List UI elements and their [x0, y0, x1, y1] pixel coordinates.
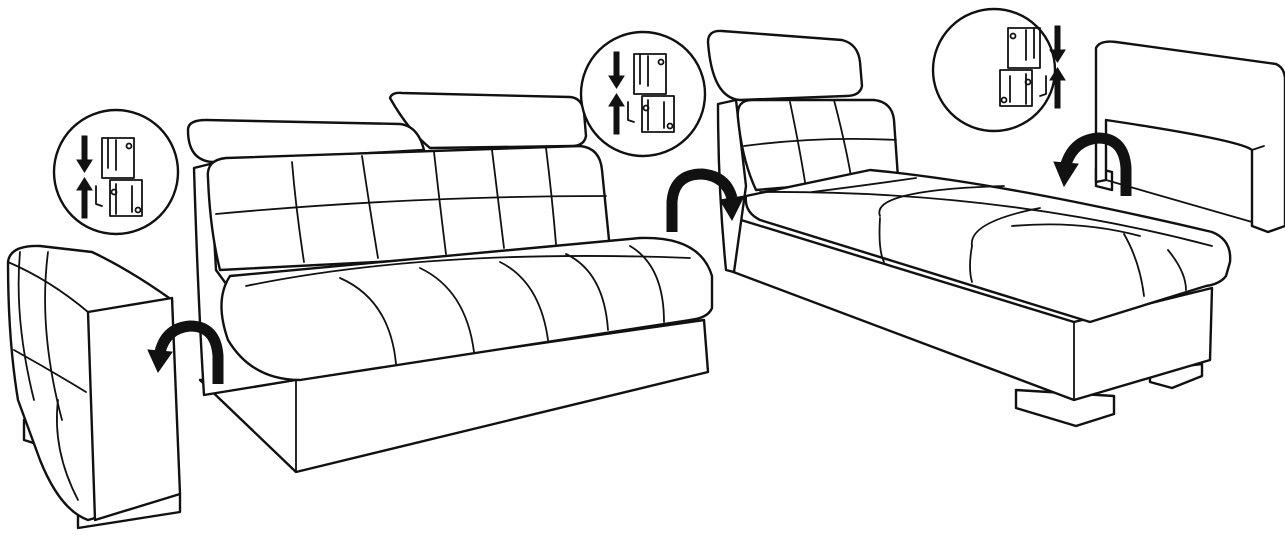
- curved-arrow-icon: [666, 168, 745, 232]
- bracket-detail-left: [52, 108, 180, 236]
- chaise-longue: [706, 29, 1232, 428]
- right-armrest: [1094, 40, 1285, 234]
- left-armrest: [6, 244, 182, 530]
- bracket-detail-right: [931, 7, 1066, 133]
- curved-arrow-icon: [1053, 132, 1132, 196]
- two-seat-sofa: [186, 91, 714, 474]
- bracket-detail-middle: [579, 30, 707, 158]
- curved-arrow-icon: [147, 320, 224, 384]
